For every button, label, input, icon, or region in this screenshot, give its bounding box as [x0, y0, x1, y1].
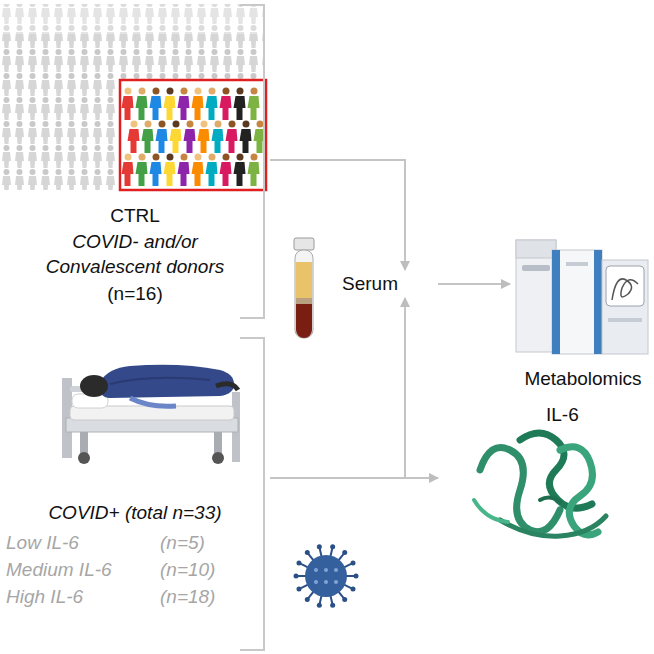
selection-ground: [120, 80, 266, 190]
flow-arrow: [270, 160, 405, 270]
node-label: IL-6: [546, 402, 579, 427]
flow-arrow: [270, 298, 405, 478]
mass-spectrometer: [516, 240, 648, 354]
bracket: [240, 338, 264, 650]
il6-protein: [474, 433, 606, 536]
il6-node: IL-6: [440, 398, 640, 558]
node-label: Low IL-6: [6, 530, 79, 555]
node-label: Medium IL-6: [6, 557, 112, 582]
group-ctrl: CTRLCOVID- and/or Convalescent donors(n=…: [0, 0, 270, 318]
node-label: (n=18): [160, 584, 215, 609]
virus-icon: [294, 544, 359, 607]
node-label: COVID+ (total n=33): [4, 500, 266, 525]
patient-bed: [62, 365, 240, 464]
node-label: (n=5): [160, 530, 205, 555]
flow-arrow: [270, 477, 438, 479]
flow-arrow: [438, 283, 510, 285]
crowd-fade: [2, 4, 264, 34]
serum-node: Serum: [338, 270, 438, 298]
serum-tube: [294, 238, 314, 338]
metabolomics-node: Metabolomics: [512, 228, 654, 398]
node-label: Metabolomics: [512, 366, 654, 391]
group-covid: COVID+ (total n=33) Low IL-6 (n=5) Medium I…: [0, 338, 270, 650]
node-label: COVID- and/or Convalescent donors: [22, 229, 248, 279]
node-label: (n=16): [10, 281, 260, 306]
selected-crowd: [122, 88, 266, 187]
node-label: (n=10): [160, 557, 215, 582]
node-label: CTRL: [10, 203, 260, 228]
node-label: High IL-6: [6, 584, 83, 609]
node-label: Serum: [342, 271, 398, 296]
selection-box: [120, 80, 266, 190]
bracket: [240, 5, 264, 318]
